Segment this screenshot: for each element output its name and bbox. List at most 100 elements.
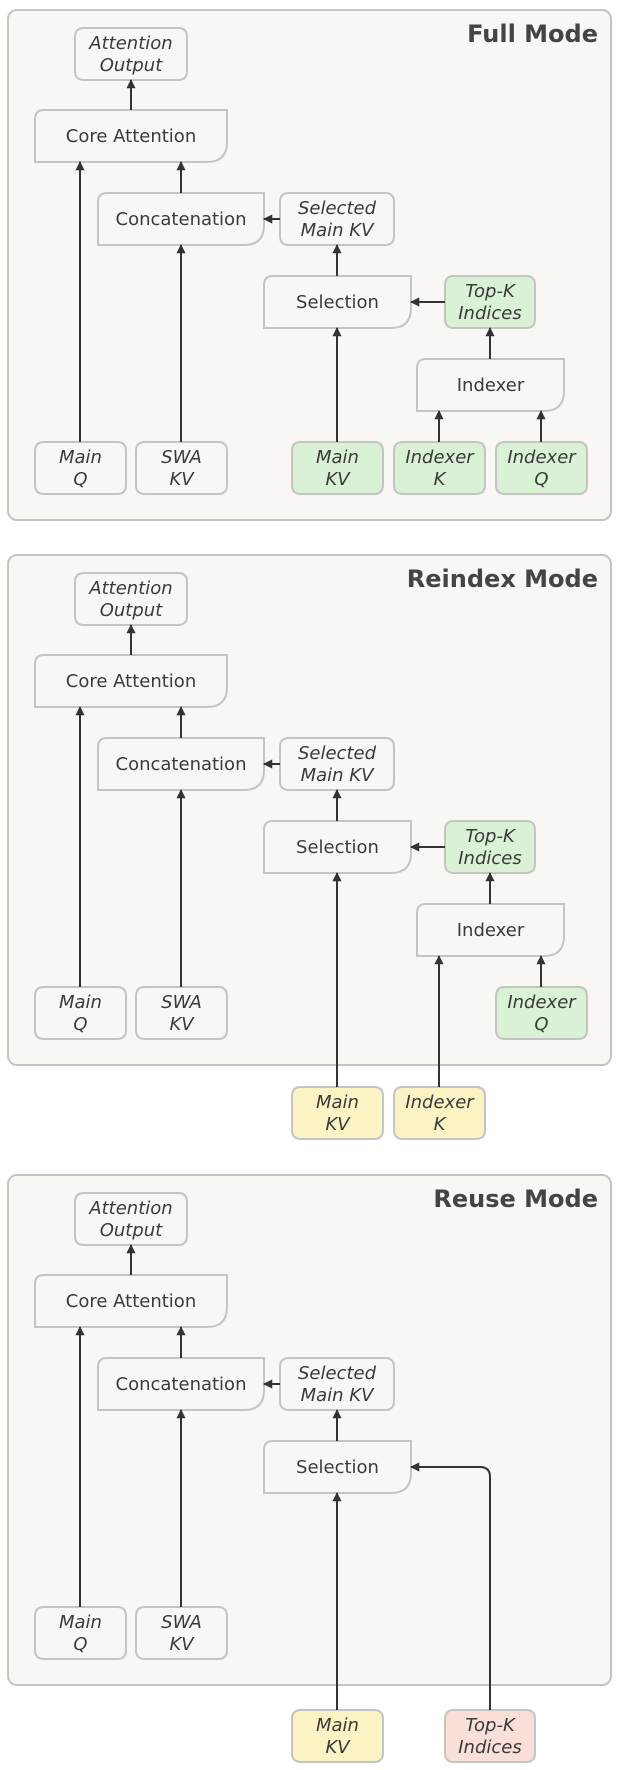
node-box bbox=[444, 820, 536, 874]
node-box bbox=[97, 1357, 265, 1411]
node-label: Core Attention bbox=[66, 1291, 196, 1312]
node-label: Main bbox=[316, 1715, 359, 1736]
node-label: Concatenation bbox=[116, 1374, 247, 1395]
node-label: Selected bbox=[298, 198, 377, 219]
node-box bbox=[279, 1357, 395, 1411]
node-box bbox=[34, 109, 228, 163]
node-label: Selection bbox=[296, 1457, 379, 1478]
node-label: Selection bbox=[296, 292, 379, 313]
node-label: KV bbox=[325, 1114, 351, 1135]
node-box bbox=[34, 986, 127, 1040]
node-label: Main bbox=[59, 447, 102, 468]
node-label: Indices bbox=[458, 1737, 522, 1758]
node-label: Main bbox=[316, 447, 359, 468]
node-label: SWA bbox=[161, 1612, 202, 1633]
node-box bbox=[135, 986, 228, 1040]
node-label: Attention bbox=[88, 578, 172, 599]
node-box bbox=[34, 1274, 228, 1328]
node-box bbox=[135, 1606, 228, 1660]
node-label: Top-K bbox=[465, 281, 516, 302]
indexer-node: Indexer bbox=[416, 903, 565, 957]
node-label: Indexer bbox=[405, 1092, 475, 1113]
node-label: Main bbox=[316, 1092, 359, 1113]
panel-title: Reindex Mode bbox=[407, 565, 598, 593]
core-attention-node: Core Attention bbox=[34, 1274, 228, 1328]
node-label: Main KV bbox=[301, 765, 375, 786]
node-label: Selected bbox=[298, 743, 377, 764]
node-label: KV bbox=[169, 1634, 195, 1655]
concatenation-node: Concatenation bbox=[97, 1357, 265, 1411]
core-attention-node: Core Attention bbox=[34, 654, 228, 708]
panel-title: Reuse Mode bbox=[433, 1185, 598, 1213]
node-box bbox=[291, 1086, 384, 1140]
node-label: Q bbox=[73, 1634, 87, 1655]
node-box bbox=[97, 192, 265, 246]
node-label: Core Attention bbox=[66, 671, 196, 692]
node-box bbox=[444, 275, 536, 329]
node-label: Attention bbox=[88, 1198, 172, 1219]
node-box bbox=[393, 1086, 486, 1140]
node-box bbox=[495, 986, 588, 1040]
node-box bbox=[263, 820, 412, 874]
node-label: Indexer bbox=[507, 447, 577, 468]
node-box bbox=[263, 275, 412, 329]
node-label: Indexer bbox=[457, 920, 525, 941]
core-attention-node: Core Attention bbox=[34, 109, 228, 163]
node-box bbox=[74, 1192, 188, 1246]
node-label: K bbox=[434, 1114, 447, 1135]
node-label: KV bbox=[169, 469, 195, 490]
node-box bbox=[495, 441, 588, 495]
node-label: Main bbox=[59, 1612, 102, 1633]
edge-topk-to-selection bbox=[410, 1462, 491, 1710]
node-label: Indexer bbox=[405, 447, 475, 468]
node-box bbox=[279, 737, 395, 791]
node-label: Q bbox=[534, 469, 548, 490]
node-label: Q bbox=[534, 1014, 548, 1035]
node-box bbox=[279, 192, 395, 246]
edges bbox=[75, 624, 546, 1087]
node-box bbox=[444, 1709, 536, 1763]
indexer-node: Indexer bbox=[416, 358, 565, 412]
node-label: KV bbox=[325, 1737, 351, 1758]
node-label: Indexer bbox=[457, 375, 525, 396]
edges bbox=[75, 79, 546, 442]
node-box bbox=[34, 1606, 127, 1660]
node-box bbox=[97, 737, 265, 791]
node-label: Output bbox=[100, 55, 163, 76]
node-label: Output bbox=[100, 600, 163, 621]
node-box bbox=[263, 1440, 412, 1494]
node-label: Output bbox=[100, 1220, 163, 1241]
node-label: K bbox=[434, 469, 447, 490]
node-label: Concatenation bbox=[116, 754, 247, 775]
node-label: Concatenation bbox=[116, 209, 247, 230]
node-label: KV bbox=[325, 469, 351, 490]
node-label: Indices bbox=[458, 303, 522, 324]
node-box bbox=[291, 441, 384, 495]
panel-title: Full Mode bbox=[467, 20, 598, 48]
node-label: Attention bbox=[88, 33, 172, 54]
concatenation-node: Concatenation bbox=[97, 192, 265, 246]
concatenation-node: Concatenation bbox=[97, 737, 265, 791]
selection-node: Selection bbox=[263, 820, 412, 874]
